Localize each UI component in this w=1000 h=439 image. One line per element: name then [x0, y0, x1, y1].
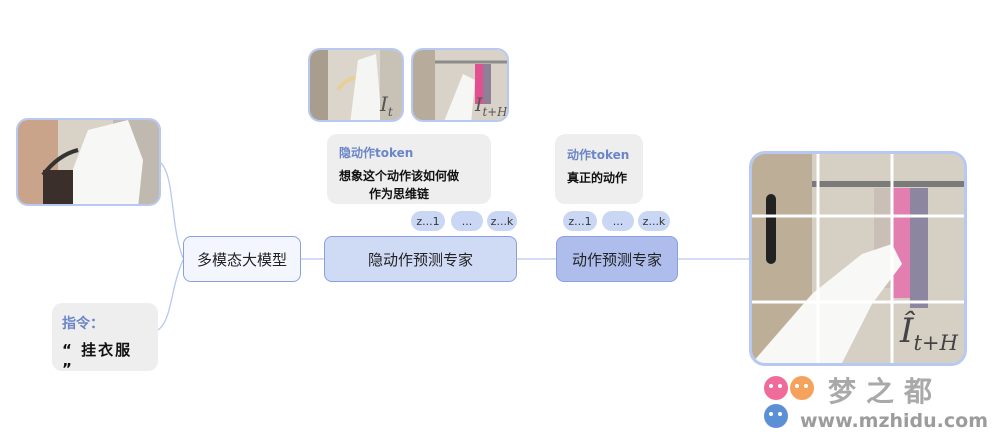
latent-token-first: z...1 [411, 211, 445, 231]
latent-token-ellipsis: ... [451, 211, 483, 231]
current-frame-label: It [380, 92, 393, 119]
watermark: 梦之都 www.mzhidu.com [762, 370, 998, 436]
latent-token-last: z...k [487, 211, 517, 231]
future-frame-image: It+H [411, 48, 509, 122]
input-observation-image [16, 118, 161, 206]
watermark-logo-icon [764, 376, 814, 428]
latent-action-desc-line2: 作为思维链 [369, 187, 430, 201]
action-token-first: z...1 [563, 211, 597, 231]
action-token-last: z...k [638, 211, 670, 231]
action-callout: 动作token 真正的动作 [555, 134, 643, 204]
watermark-url: www.mzhidu.com [800, 410, 989, 432]
action-desc: 真正的动作 [567, 171, 628, 185]
latent-action-expert-node: 隐动作预测专家 [324, 236, 517, 282]
current-frame-image: It [308, 48, 404, 122]
instruction-box: 指令： “ 挂衣服 ” [52, 303, 158, 378]
latent-action-callout: 隐动作token 想象这个动作该如何做 作为思维链 [327, 134, 491, 204]
future-frame-label: It+H [475, 94, 508, 119]
multimodal-llm-node: 多模态大模型 [183, 236, 301, 282]
watermark-brand: 梦之都 [828, 375, 943, 408]
action-expert-node: 动作预测专家 [556, 236, 678, 282]
latent-action-title: 隐动作token [339, 146, 414, 160]
latent-action-desc-line1: 想象这个动作该如何做 [339, 169, 460, 183]
predicted-frame-label: Ît+H [900, 311, 958, 355]
instruction-text: “ 挂衣服 ” [62, 341, 133, 378]
predicted-frame-image: Ît+H [749, 151, 967, 366]
action-token-ellipsis: ... [602, 211, 634, 231]
action-title: 动作token [567, 148, 630, 162]
instruction-title: 指令： [62, 316, 104, 332]
